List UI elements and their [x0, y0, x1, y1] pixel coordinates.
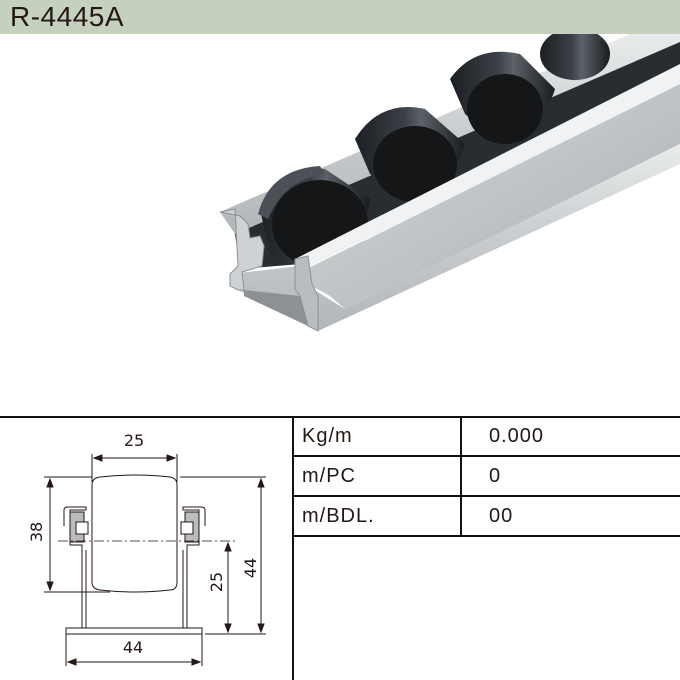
spec-section: Kg/m 0.000 m/PC 0 m/BDL. 00: [0, 416, 680, 680]
roller-2: [355, 107, 465, 202]
spec-value-weight: 0.000: [489, 425, 545, 447]
dim-roller-height: 38: [27, 522, 46, 542]
cross-section-drawing: 25 38 25 44 44: [27, 431, 266, 666]
roller-3: [450, 51, 555, 144]
roller-4: [540, 34, 610, 80]
spec-value-bundle: 00: [489, 505, 514, 527]
product-header: R-4445A: [0, 0, 680, 34]
spec-label-weight: Kg/m: [302, 425, 353, 447]
spec-label-length: m/PC: [302, 465, 356, 487]
dim-base-width: 44: [123, 638, 143, 657]
row-divider: [293, 535, 680, 537]
dim-axle-height: 25: [207, 572, 226, 592]
product-photo: [219, 34, 680, 332]
product-code: R-4445A: [10, 1, 125, 32]
spec-label-bundle: m/BDL.: [302, 505, 375, 527]
dim-roller-width: 25: [124, 431, 144, 450]
drawing-divider: [292, 416, 294, 680]
column-divider: [460, 416, 462, 536]
row-divider: [293, 455, 680, 457]
table-top-border: [0, 416, 680, 418]
row-divider: [293, 495, 680, 497]
spec-value-length: 0: [489, 465, 502, 487]
dim-total-height: 44: [241, 558, 260, 578]
